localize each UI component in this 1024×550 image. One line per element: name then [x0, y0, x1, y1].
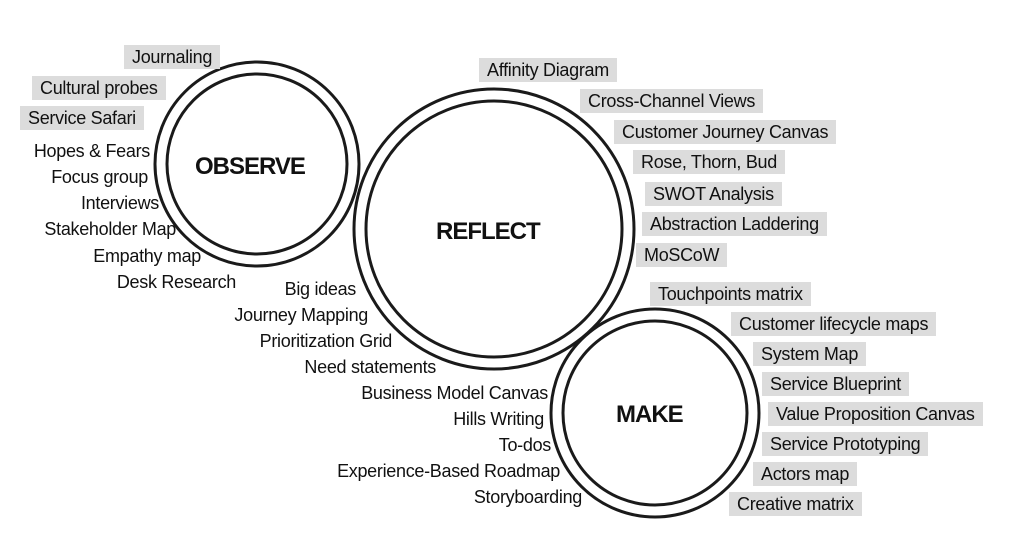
method-label: Service Prototyping [762, 432, 929, 456]
reflect-circle [352, 87, 636, 371]
method-label: Business Model Canvas [361, 383, 548, 403]
method-label: Journey Mapping [234, 305, 368, 325]
method-label: Desk Research [116, 272, 236, 292]
method-label: Actors map [753, 462, 858, 486]
method-label: To-dos [498, 435, 552, 455]
make-title: MAKE [616, 401, 684, 428]
method-label: Value Proposition Canvas [768, 402, 983, 426]
observe-circle [153, 60, 361, 268]
method-label: SWOT Analysis [645, 182, 782, 206]
method-label: System Map [753, 342, 867, 366]
method-label: Customer lifecycle maps [731, 312, 937, 336]
method-label: Stakeholder Map [44, 219, 176, 239]
method-label: Creative matrix [729, 492, 862, 516]
method-label: MoSCoW [636, 243, 728, 267]
method-label: Big ideas [284, 279, 357, 299]
method-label: Prioritization Grid [259, 331, 393, 351]
method-label: Service Safari [20, 106, 144, 130]
observe-title: OBSERVE [195, 153, 306, 180]
method-label: Abstraction Laddering [642, 212, 827, 236]
method-label: Service Blueprint [762, 372, 909, 396]
method-label: Storyboarding [473, 487, 582, 507]
reflect-title: REFLECT [436, 218, 541, 245]
method-label: Journaling [124, 45, 221, 69]
method-label: Need statements [304, 357, 436, 377]
method-label: Hills Writing [453, 409, 544, 429]
method-label: Interviews [80, 193, 159, 213]
method-label: Experience-Based Roadmap [337, 461, 560, 481]
make-circle [549, 307, 761, 519]
method-label: Empathy map [93, 246, 201, 266]
method-label: Rose, Thorn, Bud [633, 150, 785, 174]
method-label: Touchpoints matrix [650, 282, 811, 306]
method-label: Hopes & Fears [33, 141, 150, 161]
method-label: Cross-Channel Views [580, 89, 764, 113]
method-label: Focus group [51, 167, 148, 187]
method-label: Customer Journey Canvas [614, 120, 837, 144]
method-label: Cultural probes [32, 76, 166, 100]
method-label: Affinity Diagram [479, 58, 617, 82]
